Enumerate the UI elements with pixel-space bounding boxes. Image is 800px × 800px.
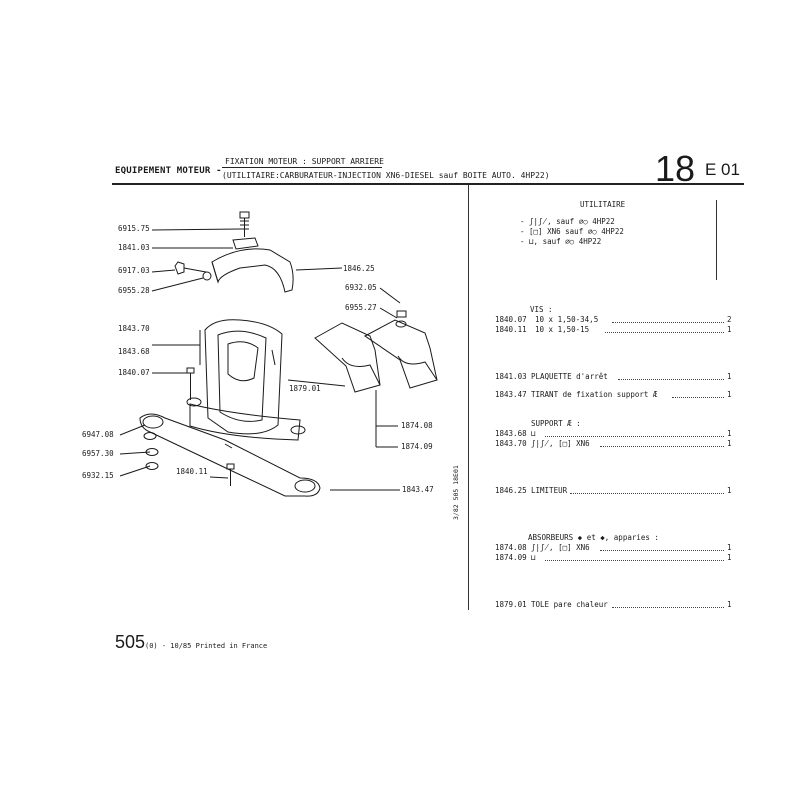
- label-6947-08: 6947.08: [82, 430, 114, 439]
- label-6957-30: 6957.30: [82, 449, 114, 458]
- ref-1846-25: 1846.25: [495, 486, 527, 495]
- ref-1843-68: 1843.68: [495, 429, 527, 438]
- section-title: EQUIPEMENT MOTEUR -: [115, 166, 222, 176]
- desc-1879-01: TOLE pare chaleur: [531, 600, 608, 609]
- desc-1840-07: 10 x 1,50-34,5: [535, 315, 599, 324]
- utilitaire-heading: UTILITAIRE: [580, 200, 626, 209]
- label-6955-28: 6955.28: [118, 286, 150, 295]
- desc-1874-09: ⊔: [531, 553, 536, 562]
- plate-code: E 01: [705, 160, 740, 179]
- page-number: 505: [115, 632, 146, 652]
- qty-1843-68: 1: [727, 429, 732, 438]
- leader-dots: [605, 332, 724, 333]
- leader-dots: [570, 493, 724, 494]
- label-1840-11: 1840.11: [176, 467, 208, 476]
- header-rule: [112, 183, 744, 185]
- leader-dots: [600, 446, 724, 447]
- group-number: 18: [655, 148, 696, 189]
- qty-1846-25: 1: [727, 486, 732, 495]
- ref-1874-09: 1874.09: [495, 553, 527, 562]
- ref-1840-11: 1840.11: [495, 325, 527, 334]
- ref-1841-03: 1841.03: [495, 372, 527, 381]
- vis-title: VIS :: [530, 305, 553, 314]
- print-info: (0) - 10/85 Printed in France: [145, 642, 268, 650]
- qty-1841-03: 1: [727, 372, 732, 381]
- leader-dots: [612, 322, 724, 323]
- desc-1840-11: 10 x 1,50-15: [535, 325, 590, 334]
- label-6955-27: 6955.27: [345, 303, 377, 312]
- ref-1879-01: 1879.01: [495, 600, 527, 609]
- absorbeurs-title: ABSORBEURS ◆ et ◆, apparies :: [528, 533, 659, 542]
- leader-dots: [612, 607, 724, 608]
- label-6932-15: 6932.15: [82, 471, 114, 480]
- ref-1843-47: 1843.47: [495, 390, 527, 399]
- label-1843-68: 1843.68: [118, 347, 150, 356]
- qty-1840-07: 2: [727, 315, 732, 324]
- leader-dots: [672, 397, 724, 398]
- leader-dots: [600, 550, 724, 551]
- qty-1843-70: 1: [727, 439, 732, 448]
- label-1874-09: 1874.09: [401, 442, 433, 451]
- label-1843-47: 1843.47: [402, 485, 434, 494]
- subtitle-line2: (UTILITAIRE:CARBURATEUR-INJECTION XN6-DI…: [222, 171, 550, 180]
- label-1840-07: 1840.07: [118, 368, 150, 377]
- label-6917-03: 6917.03: [118, 266, 150, 275]
- leader-dots: [545, 436, 724, 437]
- label-1841-03: 1841.03: [118, 243, 150, 252]
- label-1874-08: 1874.08: [401, 421, 433, 430]
- qty-1840-11: 1: [727, 325, 732, 334]
- desc-1843-70: ʃ|ʃ̸, [□] XN6: [531, 439, 590, 448]
- vertical-reference: 3/82 505 18E01: [452, 465, 460, 520]
- subtitle-line1: FIXATION MOTEUR : SUPPORT ARRIERE: [225, 157, 384, 166]
- ref-1874-08: 1874.08: [495, 543, 527, 552]
- label-1846-25: 1846.25: [343, 264, 375, 273]
- leader-dots: [545, 560, 724, 561]
- label-1843-70: 1843.70: [118, 324, 150, 333]
- variant-3: - ⊔, sauf ∅○ 4HP22: [520, 237, 602, 246]
- qty-1874-09: 1: [727, 553, 732, 562]
- support-title: SUPPORT Æ :: [531, 419, 581, 428]
- desc-1843-68: ⊔: [531, 429, 536, 438]
- label-6932-05: 6932.05: [345, 283, 377, 292]
- desc-1846-25: LIMITEUR: [531, 486, 568, 495]
- label-6915-75: 6915.75: [118, 224, 150, 233]
- ref-1843-70: 1843.70: [495, 439, 527, 448]
- variant-1: - ʃ|ʃ̸, sauf ∅○ 4HP22: [520, 217, 615, 226]
- desc-1874-08: ʃ|ʃ̸, [□] XN6: [531, 543, 590, 552]
- desc-1841-03: PLAQUETTE d'arrêt: [531, 372, 608, 381]
- qty-1879-01: 1: [727, 600, 732, 609]
- leader-dots: [618, 379, 724, 380]
- header-rule-short: [222, 167, 382, 168]
- right-frame: [716, 200, 717, 280]
- desc-1843-47: TIRANT de fixation support Æ: [531, 390, 658, 399]
- label-1879-01: 1879.01: [289, 384, 321, 393]
- panel-divider: [468, 185, 470, 610]
- qty-1874-08: 1: [727, 543, 732, 552]
- variant-2: - [□] XN6 sauf ∅○ 4HP22: [520, 227, 624, 236]
- qty-1843-47: 1: [727, 390, 732, 399]
- ref-1840-07: 1840.07: [495, 315, 527, 324]
